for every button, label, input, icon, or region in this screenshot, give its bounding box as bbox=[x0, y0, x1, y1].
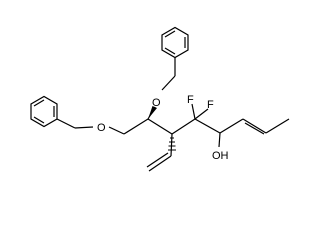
atom-label-o-upper: O bbox=[152, 97, 161, 109]
bond-cf2-f-right bbox=[194, 108, 209, 120]
bond-ch2-o-upper bbox=[161, 75, 176, 91]
stereo-wedge-c2-o bbox=[148, 106, 157, 119]
bond-methyl bbox=[265, 118, 290, 134]
chemical-structure: O O F F OH bbox=[30, 26, 290, 172]
bond-choh-oh bbox=[218, 132, 221, 148]
bond-alkene-2 bbox=[244, 122, 265, 135]
bond-cf2-choh bbox=[194, 118, 221, 134]
bond-ch2-c2 bbox=[123, 118, 149, 135]
structure-canvas: O O F F OH bbox=[30, 26, 290, 172]
atom-label-f-right: F bbox=[207, 99, 214, 111]
bond-o-ch2-chain bbox=[108, 126, 125, 135]
stereo-hash-c3-vinyl bbox=[168, 137, 176, 151]
bond-c3-cf2 bbox=[171, 118, 196, 135]
bond-c3-vinyl bbox=[170, 133, 173, 157]
upper-phenyl-ring bbox=[161, 26, 189, 59]
left-phenyl-ring bbox=[30, 95, 58, 128]
bond-choh-alkene bbox=[219, 118, 244, 134]
bond-ch2-o-left bbox=[74, 126, 94, 129]
atom-label-oh: OH bbox=[212, 150, 229, 162]
bond-cf2-f-left bbox=[191, 103, 196, 120]
atom-label-o-left: O bbox=[97, 122, 106, 134]
bond-skeleton bbox=[56, 57, 290, 172]
atom-label-f-left: F bbox=[187, 94, 194, 106]
bond-vinyl-2 bbox=[146, 152, 169, 168]
bond-c2-c3 bbox=[147, 118, 173, 135]
bond-ring-ch2-left bbox=[56, 118, 76, 129]
bond-vinyl-1 bbox=[148, 155, 172, 172]
bond-alkene-1 bbox=[242, 118, 267, 134]
